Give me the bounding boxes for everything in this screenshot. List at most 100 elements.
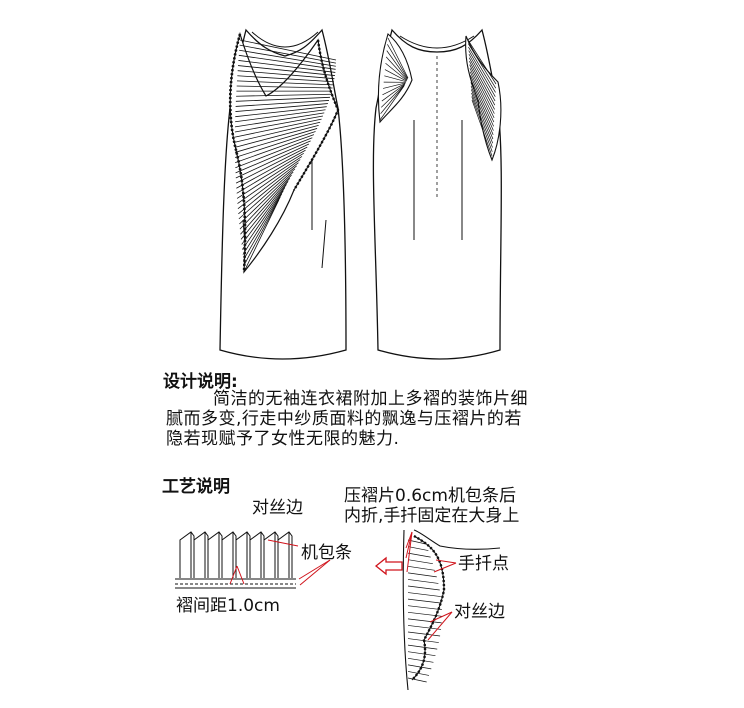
direction-arrow-icon: [374, 556, 403, 576]
pleat-line: [407, 559, 433, 565]
design-notes-line-3: 隐若现赋予了女性无限的魅力.: [166, 429, 400, 449]
ruffle-closeup-leaders: [405, 531, 457, 641]
pleat-line: [469, 61, 495, 110]
pleat-line: [469, 68, 495, 119]
pleat-line: [407, 546, 429, 551]
pleat-line: [407, 657, 434, 663]
pleat-fold: [235, 531, 251, 578]
pleat-detail: [175, 531, 296, 589]
pleat-line: [235, 96, 330, 102]
pleat-line: [385, 56, 408, 81]
pleat-line: [242, 190, 284, 255]
pleat-line: [471, 92, 493, 148]
pleat-line: [384, 69, 407, 82]
pleat-line: [407, 579, 439, 584]
pleat-line: [407, 565, 435, 571]
design-notes-line-1: 简洁的无袖连衣裙附加上多褶的装饰片细: [213, 389, 528, 409]
pleat-line: [382, 83, 406, 96]
pleat-fold: [277, 531, 293, 578]
dress-back-view: [372, 28, 502, 360]
pleat-line: [469, 64, 495, 114]
pleat-line: [235, 106, 327, 118]
pleat-fold: [249, 531, 265, 578]
pleat-line: [237, 159, 301, 204]
pleat-line: [244, 199, 280, 271]
pleat-line: [236, 156, 303, 199]
pleat-line: [238, 54, 336, 70]
pleat-line: [407, 631, 441, 637]
pleat-line: [468, 46, 496, 93]
pleat-detail-leaders: [229, 539, 331, 586]
pleat-line: [407, 618, 442, 624]
pleat-fold: [179, 531, 195, 578]
pleat-line: [236, 80, 334, 86]
pleat-line: [241, 187, 286, 250]
pleat-line: [387, 37, 409, 79]
pleat-line: [386, 50, 408, 80]
pleat-line: [237, 70, 335, 80]
pleat-line: [407, 625, 442, 630]
pleat-line: [382, 82, 406, 89]
pleat-line: [234, 112, 325, 128]
pleat-line: [238, 60, 336, 73]
callout-hand-tack-point: 手扦点: [458, 554, 509, 574]
pleat-line: [237, 162, 299, 209]
design-notes-line-2: 腻而多变,行走中纱质面料的飘逸与压褶片的若: [166, 409, 522, 429]
pleat-line: [468, 53, 496, 102]
pleat-line: [471, 96, 493, 152]
callout-serged-edge-top: 对丝边: [252, 498, 303, 518]
pleat-line: [235, 146, 308, 184]
pleat-line: [467, 43, 497, 89]
pleat-line: [234, 115, 324, 133]
pleat-line: [234, 118, 322, 138]
pleat-line: [407, 598, 442, 604]
ruffle-closeup: [402, 529, 501, 691]
front-ruffle-cascade: [228, 31, 340, 274]
design-notes-heading: 设计说明:: [163, 372, 238, 392]
pleat-line: [234, 121, 321, 143]
pleat-line: [468, 57, 496, 106]
pleat-fold: [207, 531, 223, 578]
pleat-line: [407, 671, 430, 676]
pleat-line: [380, 85, 405, 114]
pleat-line: [470, 78, 494, 131]
back-ruffle-right: [465, 35, 502, 162]
pleat-line: [235, 137, 313, 169]
pleat-line: [235, 143, 310, 179]
pleat-fold: [221, 531, 237, 578]
pleat-line: [470, 82, 494, 135]
pleat-line: [407, 585, 440, 591]
pleat-line: [234, 124, 319, 148]
pleat-line: [238, 165, 297, 215]
pleat-line: [236, 152, 304, 194]
pleat-line: [467, 39, 497, 85]
pleat-line: [407, 572, 437, 578]
pleat-line: [239, 49, 336, 67]
pleat-line: [243, 193, 283, 260]
pleat-line: [385, 62, 407, 81]
pleat-fold: [193, 531, 209, 578]
pleat-line: [468, 50, 496, 97]
pleat-line: [384, 75, 407, 83]
back-ruffle-left: [377, 33, 413, 124]
pleat-line: [234, 128, 318, 153]
callout-serged-edge-bottom: 对丝边: [454, 602, 505, 622]
pleat-line: [470, 89, 494, 144]
pleat-line: [470, 85, 494, 140]
pleat-line: [239, 174, 292, 230]
process-notes-heading: 工艺说明: [162, 477, 230, 497]
pleat-line: [235, 140, 311, 174]
pleat-line: [407, 651, 436, 657]
pleat-line: [235, 134, 315, 164]
pleat-line: [235, 100, 329, 107]
pleat-line: [407, 592, 441, 597]
pleat-line: [407, 605, 442, 611]
pleat-line: [236, 93, 331, 97]
pleat-line: [380, 84, 405, 108]
callout-pleat-spacing: 褶间距1.0cm: [176, 596, 280, 616]
pleat-line: [235, 109, 326, 123]
pleat-line: [235, 103, 328, 112]
pleat-line: [240, 181, 289, 240]
pleat-line: [238, 168, 296, 220]
